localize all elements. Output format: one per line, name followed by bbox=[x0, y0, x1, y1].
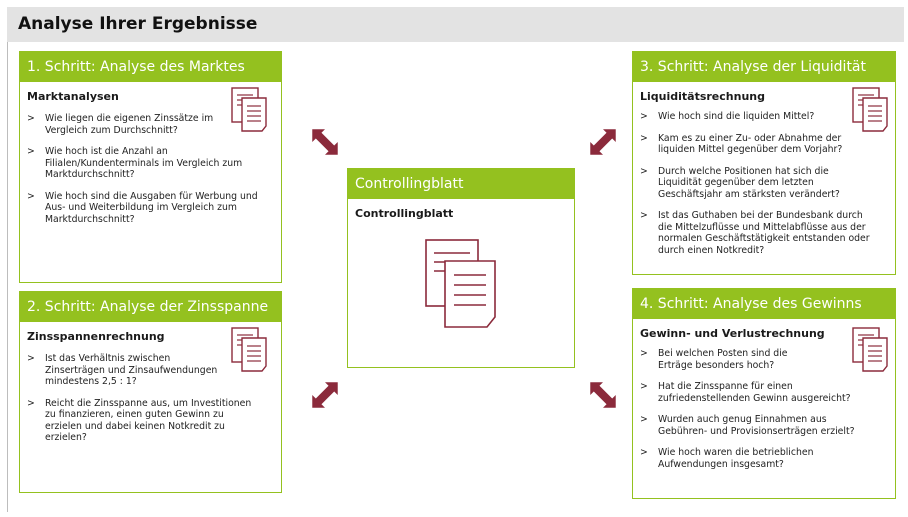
card-markt-subtitle: Marktanalysen bbox=[27, 90, 119, 103]
chevron-right-icon: > bbox=[640, 414, 648, 425]
list-item: >Wie liegen die eigenen Zinssätze im Ver… bbox=[27, 113, 214, 136]
list-item: >Wurden auch genug Einnahmen aus Gebühre… bbox=[640, 414, 855, 437]
chevron-right-icon: > bbox=[640, 447, 648, 458]
list-item: >Wie hoch sind die Ausgaben für Werbung … bbox=[27, 190, 258, 225]
list-item: >Kam es zu einer Zu- oder Abnahme der li… bbox=[640, 132, 843, 156]
card-liquiditaet-subtitle: Liquiditätsrechnung bbox=[640, 90, 765, 103]
card-markt-title: 1. Schritt: Analyse des Marktes bbox=[20, 52, 281, 82]
double-arrow-icon bbox=[590, 382, 616, 408]
list-item: >Wie hoch sind die liquiden Mittel? bbox=[640, 111, 815, 122]
header-bar bbox=[7, 7, 904, 42]
document-stack-icon bbox=[231, 87, 267, 132]
chevron-right-icon: > bbox=[640, 381, 648, 392]
list-item: >Ist das Verhältnis zwischen Zinserträge… bbox=[27, 353, 218, 387]
card-gewinn-subtitle: Gewinn- und Verlustrechnung bbox=[640, 327, 825, 340]
list-item: >Bei welchen Posten sind die Erträge bes… bbox=[640, 348, 788, 371]
card-controlling: Controllingblatt Controllingblatt bbox=[347, 168, 575, 368]
card-gewinn-list: >Bei welchen Posten sind die Erträge bes… bbox=[633, 348, 895, 470]
page-title: Analyse Ihrer Ergebnisse bbox=[18, 14, 258, 34]
chevron-right-icon: > bbox=[27, 353, 35, 364]
card-gewinn: 4. Schritt: Analyse des Gewinns Gewinn- … bbox=[632, 288, 896, 499]
list-item: >Reicht die Zinsspanne aus, um Investiti… bbox=[27, 397, 252, 444]
list-item: >Wie hoch waren die betrieblichen Aufwen… bbox=[640, 447, 814, 470]
double-arrow-icon bbox=[312, 129, 338, 155]
list-item: >Wie hoch ist die Anzahl an Filialen/Kun… bbox=[27, 146, 243, 180]
list-item: >Ist das Guthaben bei der Bundesbank dur… bbox=[640, 210, 870, 256]
card-liquiditaet-title: 3. Schritt: Analyse der Liquidität bbox=[633, 52, 895, 82]
document-stack-icon bbox=[231, 327, 267, 372]
card-zins-subtitle: Zinsspannenrechnung bbox=[27, 330, 165, 343]
chevron-right-icon: > bbox=[640, 132, 648, 144]
double-arrow-icon bbox=[590, 129, 616, 155]
document-stack-icon bbox=[425, 239, 496, 328]
double-arrow-icon bbox=[312, 382, 338, 408]
card-zins-list: >Ist das Verhältnis zwischen Zinserträge… bbox=[20, 353, 281, 444]
card-controlling-title: Controllingblatt bbox=[348, 169, 574, 199]
card-zins-title: 2. Schritt: Analyse der Zinsspanne bbox=[20, 292, 281, 322]
card-liquiditaet-list: >Wie hoch sind die liquiden Mittel? >Kam… bbox=[633, 111, 895, 256]
document-stack-icon bbox=[852, 87, 888, 132]
chevron-right-icon: > bbox=[640, 210, 648, 221]
list-item: >Hat die Zinsspanne für einen zufriedens… bbox=[640, 381, 851, 404]
card-gewinn-title: 4. Schritt: Analyse des Gewinns bbox=[633, 289, 895, 319]
card-zins: 2. Schritt: Analyse der Zinsspanne Zinss… bbox=[19, 291, 282, 493]
left-divider bbox=[7, 42, 8, 512]
document-stack-icon bbox=[852, 327, 888, 372]
card-markt: 1. Schritt: Analyse des Marktes Marktana… bbox=[19, 51, 282, 283]
chevron-right-icon: > bbox=[640, 111, 648, 122]
card-liquiditaet: 3. Schritt: Analyse der Liquidität Liqui… bbox=[632, 51, 896, 275]
list-item: >Durch welche Positionen hat sich die Li… bbox=[640, 165, 840, 200]
chevron-right-icon: > bbox=[27, 146, 35, 157]
card-markt-list: >Wie liegen die eigenen Zinssätze im Ver… bbox=[20, 113, 281, 225]
chevron-right-icon: > bbox=[27, 113, 35, 124]
chevron-right-icon: > bbox=[27, 190, 35, 202]
chevron-right-icon: > bbox=[640, 348, 648, 359]
chevron-right-icon: > bbox=[27, 397, 35, 409]
chevron-right-icon: > bbox=[640, 165, 648, 177]
card-controlling-subtitle: Controllingblatt bbox=[355, 207, 454, 220]
